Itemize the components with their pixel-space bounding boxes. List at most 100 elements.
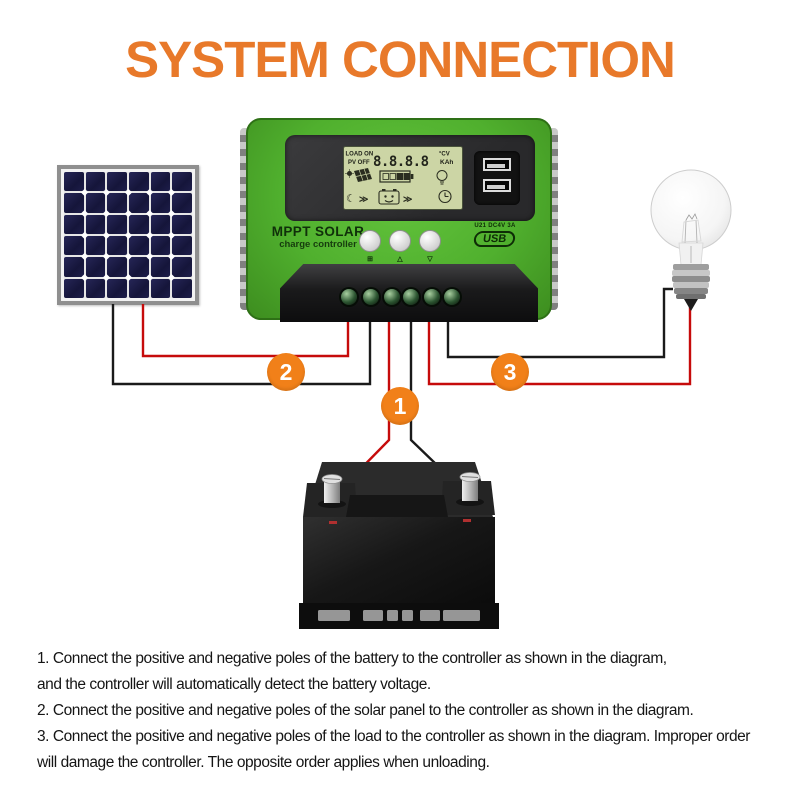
solar-cell: [172, 193, 192, 213]
instruction-line: and the controller will automatically de…: [37, 676, 431, 693]
terminal-screw: [424, 289, 440, 305]
control-buttons: [359, 230, 441, 252]
solar-cell: [172, 236, 192, 256]
usb-spec-label: U21 DC4V 3A: [474, 223, 516, 229]
solar-cell: [64, 236, 84, 256]
step-badge-2: 2: [267, 353, 305, 391]
solar-cell: [128, 257, 149, 277]
solar-cell: [172, 214, 192, 234]
solar-cell: [64, 172, 84, 192]
solar-cell: [85, 172, 106, 192]
solar-cell: [128, 236, 149, 256]
solar-cell: [85, 236, 106, 256]
battery-gauge-icon: [379, 170, 414, 183]
solar-cell: [128, 278, 149, 298]
solar-cell: [107, 214, 127, 234]
charge-controller: LOAD ON PV OFF 8.8.8.8 °CV KAh: [238, 116, 560, 322]
solar-panel-icon: [354, 168, 372, 182]
instruction-line: 1. Connect the positive and negative pol…: [37, 650, 667, 667]
controller-body: LOAD ON PV OFF 8.8.8.8 °CV KAh: [246, 118, 552, 322]
battery-negative-terminal: [456, 472, 484, 522]
solar-cell: [128, 172, 149, 192]
terminal-screw: [341, 289, 357, 305]
solar-cell: [107, 236, 127, 256]
terminal-screw: [444, 289, 460, 305]
solar-cell: [107, 193, 127, 213]
instruction-line: 3. Connect the positive and negative pol…: [37, 728, 750, 745]
lcd-screen: LOAD ON PV OFF 8.8.8.8 °CV KAh: [343, 146, 463, 210]
menu-button: [359, 230, 381, 252]
usb-port-icon: [483, 158, 511, 171]
usb-badge-block: U21 DC4V 3A USB: [464, 223, 526, 247]
usb-logo-badge: USB: [473, 231, 517, 247]
solar-cell: [150, 214, 171, 234]
step-badge-1: 1: [381, 387, 419, 425]
instruction-line: will damage the controller. The opposite…: [37, 754, 490, 771]
instruction-line: 2. Connect the positive and negative pol…: [37, 702, 694, 719]
moon-icon: ☾: [346, 193, 356, 205]
solar-cell: [64, 257, 84, 277]
up-button-icon: △: [397, 256, 403, 263]
battery-positive-terminal: [318, 474, 346, 524]
solar-cell: [150, 278, 171, 298]
clock-icon: [438, 189, 452, 204]
light-bulb: [650, 169, 732, 311]
brand-subtitle: charge controller: [279, 239, 357, 250]
solar-cell: [107, 257, 127, 277]
page-title: SYSTEM CONNECTION: [125, 31, 676, 88]
solar-negative-wire: [111, 304, 372, 386]
load-positive-wire: [427, 305, 692, 386]
step-badge-3: 3: [491, 353, 529, 391]
instructions: 1. Connect the positive and negative pol…: [37, 646, 750, 776]
lcd-unit-top: °CV: [439, 152, 450, 158]
solar-cell: [64, 278, 84, 298]
charge-arrows-icon: ≫: [359, 194, 368, 204]
terminal-screw: [363, 289, 379, 305]
bulb-glass: [650, 169, 732, 266]
solar-cell: [150, 257, 171, 277]
solar-cell: [107, 172, 127, 192]
solar-cell: [150, 236, 171, 256]
lcd-pv-label: PV OFF: [348, 160, 370, 166]
solar-panel: [57, 165, 199, 305]
down-button-icon: ▽: [427, 256, 433, 263]
battery-base-stripes: [318, 610, 480, 621]
bulb-screw-base: [672, 264, 710, 311]
usb-ports: [474, 151, 520, 205]
solar-panel-cells: [64, 172, 192, 298]
terminal-screw: [384, 289, 400, 305]
solar-cell: [107, 278, 127, 298]
display-bezel: LOAD ON PV OFF 8.8.8.8 °CV KAh: [285, 135, 535, 221]
usb-port-icon: [483, 179, 511, 192]
solar-cell: [64, 214, 84, 234]
terminal-screw: [403, 289, 419, 305]
down-button: [419, 230, 441, 252]
solar-cell: [85, 214, 106, 234]
solar-cell: [150, 193, 171, 213]
bulb-icon: [436, 170, 448, 185]
bulb-filament: [681, 213, 702, 263]
battery-body: [303, 517, 495, 609]
load-negative-wire: [446, 287, 673, 359]
sun-icon: [345, 169, 354, 178]
menu-button-icon: ⊞: [367, 256, 373, 263]
solar-cell: [85, 193, 106, 213]
solar-cell: [172, 172, 192, 192]
solar-positive-wire: [141, 304, 350, 358]
button-labels: ⊞ △ ▽: [359, 255, 441, 263]
lcd-load-label: LOAD ON: [346, 152, 374, 158]
battery-face-icon: [378, 189, 400, 205]
lcd-unit-bottom: KAh: [440, 159, 453, 166]
solar-cell: [128, 214, 149, 234]
solar-cell: [85, 278, 106, 298]
solar-cell: [128, 193, 149, 213]
solar-cell: [172, 278, 192, 298]
up-button: [389, 230, 411, 252]
solar-cell: [85, 257, 106, 277]
discharge-arrows-icon: ≫: [403, 194, 412, 204]
solar-cell: [172, 257, 192, 277]
brand-name: MPPT SOLAR: [271, 224, 365, 239]
battery: [299, 462, 499, 629]
solar-cell: [150, 172, 171, 192]
